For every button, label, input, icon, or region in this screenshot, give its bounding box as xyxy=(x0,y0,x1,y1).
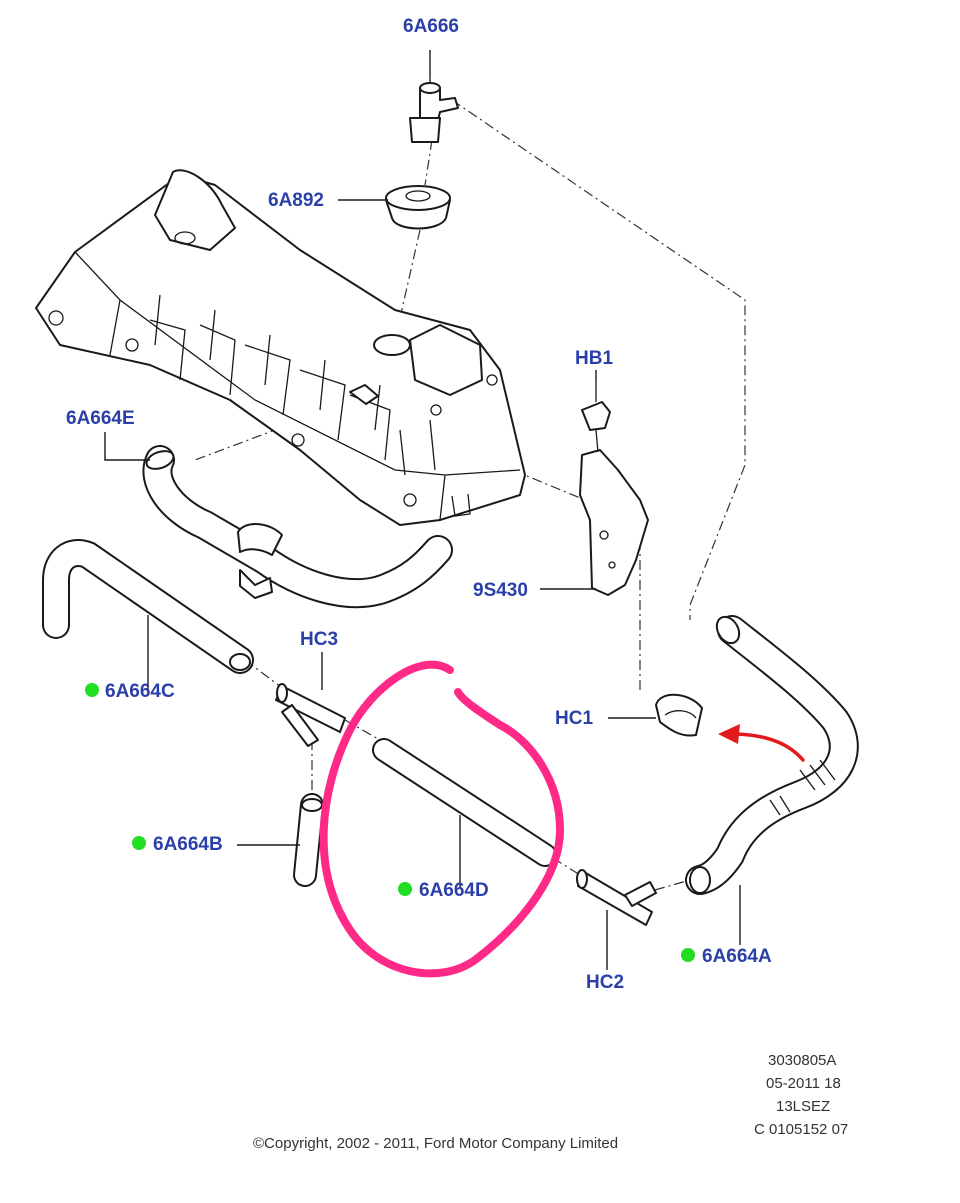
label-6a664b: 6A664B xyxy=(153,834,223,855)
footer-code-1: 3030805A xyxy=(768,1052,836,1069)
green-dot-6a664b xyxy=(132,836,146,850)
label-6a664d: 6A664D xyxy=(419,880,489,901)
label-6a664a: 6A664A xyxy=(702,946,772,967)
bracket xyxy=(579,380,649,596)
label-6a666: 6A666 xyxy=(403,16,459,37)
green-dot-6a664d xyxy=(398,882,412,896)
label-6a892: 6A892 xyxy=(268,190,324,211)
green-dot-6a664c xyxy=(85,683,99,697)
copyright: ©Copyright, 2002 - 2011, Ford Motor Comp… xyxy=(253,1135,618,1152)
footer-code-2: 05-2011 18 xyxy=(766,1075,841,1092)
footer-code-3: 13LSEZ xyxy=(776,1098,830,1115)
grommet xyxy=(385,185,451,230)
label-6a664c: 6A664C xyxy=(105,681,175,702)
leader-lines xyxy=(104,50,741,970)
label-hc2: HC2 xyxy=(586,972,624,993)
clip-hc1 xyxy=(655,693,703,737)
label-hb1: HB1 xyxy=(575,348,613,369)
green-dots xyxy=(85,683,695,962)
valve-cover xyxy=(35,169,526,526)
label-hc1: HC1 xyxy=(555,708,593,729)
hose-6a664d xyxy=(372,738,557,867)
green-dot-6a664a xyxy=(681,948,695,962)
label-6a664e: 6A664E xyxy=(66,408,135,429)
footer-code-4: C 0105152 07 xyxy=(754,1121,848,1138)
hose-6a664c xyxy=(42,539,254,674)
hose-6a664b xyxy=(293,793,324,887)
label-9s430: 9S430 xyxy=(473,580,528,601)
label-hc3: HC3 xyxy=(300,629,338,650)
hose-6a664e xyxy=(142,445,453,609)
highlight-circle xyxy=(319,660,565,978)
hose-6a664a xyxy=(685,615,859,895)
connector-hc2 xyxy=(576,869,657,926)
connector-hc3 xyxy=(275,683,346,747)
red-arrow xyxy=(718,724,805,762)
pcv-valve xyxy=(409,75,459,143)
